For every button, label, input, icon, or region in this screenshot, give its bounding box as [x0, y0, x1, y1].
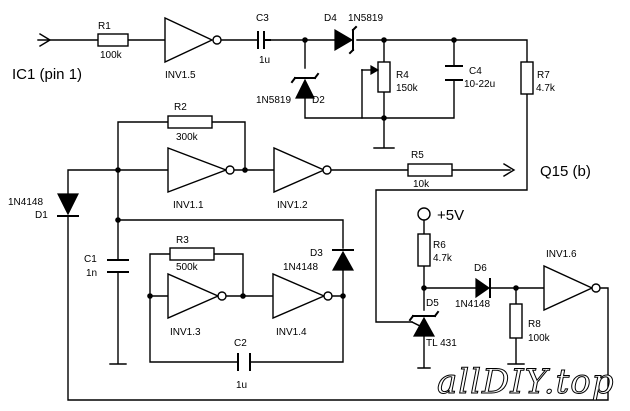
inv15-label: INV1.5	[165, 70, 196, 81]
inv13-label: INV1.3	[170, 327, 201, 338]
capacitor-c3	[257, 31, 271, 49]
inverter-inv12	[273, 146, 332, 194]
inverter-inv11	[167, 146, 235, 194]
c2-value: 1u	[236, 380, 247, 391]
r4-value: 150k	[396, 83, 419, 94]
d3-name: D3	[310, 248, 323, 259]
junctions	[115, 37, 519, 299]
d2-name: D2	[312, 95, 325, 106]
q15-label: Q15 (b)	[540, 163, 591, 180]
r4-name: R4	[396, 70, 409, 81]
d4-value: 1N5819	[348, 13, 383, 24]
resistor-r1	[97, 33, 129, 47]
inverter-inv16	[543, 264, 601, 312]
regulator-d5-tl431	[408, 310, 440, 337]
r5-value: 10k	[413, 179, 430, 190]
r1-value: 100k	[100, 50, 123, 61]
d6-value: 1N4148	[455, 299, 490, 310]
capacitor-c4	[445, 65, 463, 81]
c3-value: 1u	[259, 55, 270, 66]
r7-value: 4.7k	[536, 83, 556, 94]
r8-name: R8	[528, 319, 541, 330]
c4-value: 10-22u	[464, 79, 495, 90]
resistor-r7	[520, 61, 534, 95]
diode-d6	[475, 277, 491, 299]
diode-d4	[334, 25, 358, 55]
r3-name: R3	[176, 235, 189, 246]
r8-value: 100k	[528, 333, 551, 344]
r6-value: 4.7k	[433, 253, 453, 264]
input-arrow	[39, 33, 52, 47]
resistor-r3	[169, 247, 215, 261]
inverter-inv13	[167, 272, 227, 320]
d6-name: D6	[474, 263, 487, 274]
c4-name: C4	[469, 66, 482, 77]
d1-name: D1	[35, 210, 48, 221]
d5-value: TL 431	[426, 338, 457, 349]
r5-name: R5	[411, 150, 424, 161]
potentiometer-r4	[361, 61, 391, 93]
r1-name: R1	[98, 21, 111, 32]
wires	[37, 39, 609, 401]
r2-name: R2	[174, 102, 187, 113]
d2-value: 1N5819	[256, 95, 291, 106]
resistor-r8	[509, 303, 523, 339]
r7-name: R7	[537, 70, 550, 81]
d3-value: 1N4148	[283, 262, 318, 273]
inverter-inv15	[164, 16, 222, 64]
r3-value: 500k	[176, 262, 199, 273]
diode-d1	[57, 193, 79, 217]
c2-name: C2	[234, 338, 247, 349]
watermark: allDIY.top	[437, 362, 614, 402]
inverter-inv14	[272, 272, 333, 320]
inv11-label: INV1.1	[173, 200, 204, 211]
inv16-label: INV1.6	[546, 249, 577, 260]
vcc-label: +5V	[437, 207, 464, 224]
c3-name: C3	[256, 13, 269, 24]
r2-value: 300k	[176, 132, 199, 143]
diode-d2	[290, 72, 320, 99]
c1-value: 1n	[86, 268, 97, 279]
r6-name: R6	[433, 240, 446, 251]
d1-value: 1N4148	[8, 197, 43, 208]
d4-name: D4	[324, 13, 337, 24]
output-arrow	[503, 163, 516, 177]
resistor-r2	[167, 115, 213, 129]
capacitor-c1	[107, 259, 129, 273]
resistor-r6	[417, 233, 431, 267]
inv12-label: INV1.2	[277, 200, 308, 211]
resistor-r5	[407, 163, 453, 177]
vcc-terminal-icon	[417, 207, 431, 221]
inv14-label: INV1.4	[276, 327, 307, 338]
diode-d3	[331, 249, 355, 271]
c1-name: C1	[84, 254, 97, 265]
ic1-label: IC1 (pin 1)	[12, 66, 82, 83]
capacitor-c2	[237, 353, 251, 371]
d5-name: D5	[426, 298, 439, 309]
